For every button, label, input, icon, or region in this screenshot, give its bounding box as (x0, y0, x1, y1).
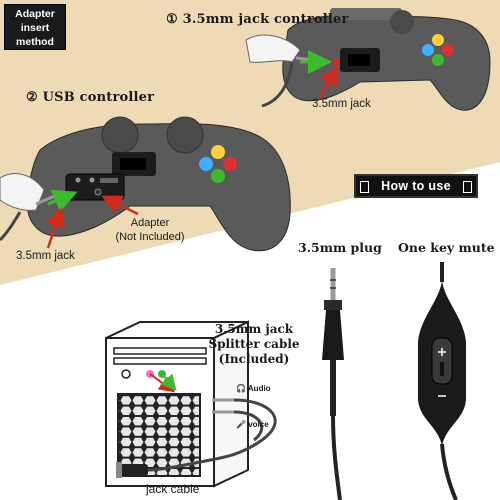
audio-label: 🎧 Audio (236, 384, 271, 393)
badge-line-3: method (16, 36, 54, 48)
voice-label-text: voice (248, 420, 269, 429)
how-to-use-banner: How to use (354, 174, 478, 198)
badge-line-1: Adapter (15, 8, 55, 20)
splitter-line-1: 3.5mm jack (214, 322, 294, 336)
usb-controller-illustration (0, 116, 291, 252)
usb-red-arrow-jack (45, 207, 65, 249)
step1-title: ① 3.5mm jack controller (166, 12, 349, 27)
splitter-line-3: (Included) (218, 352, 290, 366)
pc-tower-illustration (105, 320, 249, 488)
splitter-line-2: Splitter cable (208, 337, 300, 351)
headphone-icon: 🎧 (236, 384, 246, 393)
adapter-insert-method-badge: Adapter insert method (4, 4, 66, 50)
usb-green-arrow (47, 189, 78, 212)
plug-illustration (322, 268, 344, 500)
mute-control-illustration (418, 262, 466, 500)
top-red-arrow (318, 65, 339, 99)
step2-jack-label: 3.5mm jack (16, 250, 75, 262)
jack-cable-label: jack cable (146, 482, 200, 496)
badge-line-2: insert (20, 22, 50, 34)
step1-jack-label: 3.5mm jack (312, 98, 371, 110)
mute-label: One key mute (398, 240, 495, 255)
splitter-cable-illustration (116, 373, 277, 478)
plug-label: 3.5mm plug (298, 240, 382, 255)
adapter-label-line-1: Adapter (130, 217, 170, 229)
adapter-label-line-2: (Not Included) (115, 231, 185, 243)
audio-label-text: Audio (247, 384, 271, 393)
step2-adapter-label: Adapter (Not Included) (100, 216, 200, 244)
voice-label: 🎤 voice (236, 420, 269, 429)
microphone-icon: 🎤 (236, 420, 246, 429)
usb-red-arrow-adapter (101, 195, 139, 216)
step2-title: ② USB controller (26, 90, 155, 105)
splitter-label: 3.5mm jack Splitter cable (Included) (208, 322, 300, 367)
